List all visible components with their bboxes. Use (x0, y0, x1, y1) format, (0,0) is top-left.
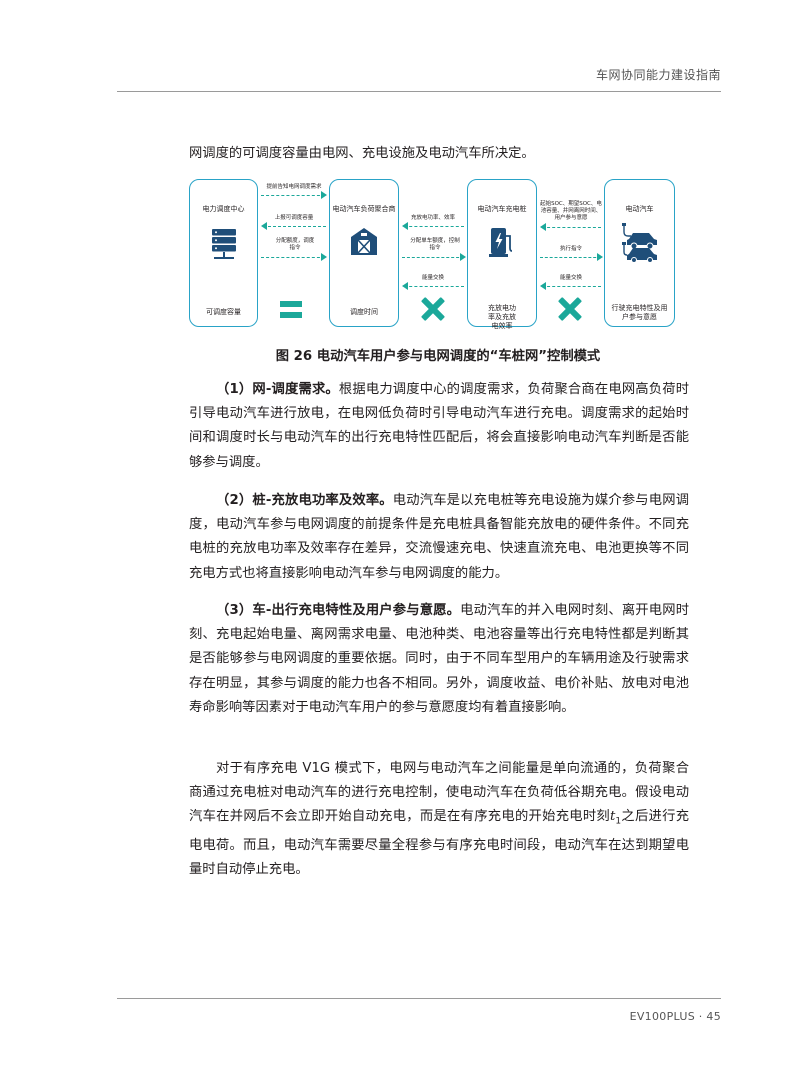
math-variable: t (610, 809, 616, 825)
arrow-label: 执行指令 (559, 246, 582, 252)
math-subscript: 1 (615, 817, 622, 828)
box-bottom-label: 行驶充电特性及用户参与意愿 (611, 304, 668, 321)
box-electric-vehicle: 电动汽车 行驶充电特性及用户参与意愿 (604, 179, 675, 327)
arrow-right (540, 253, 603, 261)
box-title: 电动汽车充电桩 (477, 205, 527, 213)
header-divider (117, 91, 721, 92)
section-pile-power: （2）桩-充放电功率及效率。电动汽车是以充电桩等充电设施为媒介参与电网调度，电动… (189, 489, 689, 586)
arrow-left (402, 222, 464, 230)
cross-icon (421, 297, 445, 321)
arrow-left (402, 282, 464, 290)
box-bottom-label: 可调度容量 (206, 308, 241, 316)
arrow-right (402, 253, 466, 261)
barn-icon (349, 226, 379, 260)
figure-caption: 图 26 电动汽车用户参与电网调度的“车桩网”控制模式 (275, 349, 601, 364)
section-heading: （3）车-出行充电特性及用户参与意愿。 (216, 603, 461, 618)
arrow-left (261, 222, 326, 230)
arrow-left (540, 223, 601, 231)
box-bottom-label: 充放电功率及充放电效率 (488, 304, 516, 330)
cars-icon (621, 222, 659, 266)
section-body: 电动汽车是以充电桩等充电设施为媒介参与电网调度，电动汽车参与电网调度的前提条件是… (189, 493, 690, 581)
section-grid-demand: （1）网-调度需求。根据电力调度中心的调度需求，负荷聚合商在电网高负荷时引导电动… (189, 378, 689, 475)
box-dispatch-center: 电力调度中心 可调度容量 (189, 179, 258, 327)
footer-divider (117, 998, 721, 999)
section-body: 根据电力调度中心的调度需求，负荷聚合商在电网高负荷时引导电动汽车进行放电，在电网… (189, 382, 689, 470)
header-title: 车网协同能力建设指南 (595, 68, 721, 82)
section-vehicle-travel: （3）车-出行充电特性及用户参与意愿。电动汽车的并入电网时刻、离开电网时刻、充电… (189, 599, 689, 720)
section-heading: （1）网-调度需求。 (216, 382, 339, 397)
box-title: 电动汽车 (625, 205, 654, 213)
arrow-right (261, 191, 327, 199)
arrow-label: 充放电功率、效率 (410, 215, 455, 221)
arrow-label: 分配额度，调度指令 (275, 238, 315, 251)
closing-paragraph: 对于有序充电 V1G 模式下，电网与电动汽车之间能量是单向流通的，负荷聚合商通过… (189, 757, 689, 883)
box-bottom-label: 调度时间 (350, 308, 378, 316)
box-title: 电动汽车负荷聚合商 (332, 205, 396, 213)
box-charging-pile: 电动汽车充电桩 充放电功率及充放电效率 (467, 179, 537, 330)
server-icon (211, 228, 237, 264)
section-heading: （2）桩-充放电功率及效率。 (216, 493, 393, 508)
cross-icon (558, 297, 582, 321)
arrow-label: 上报可调度容量 (274, 215, 314, 221)
charging-pile-icon (489, 226, 515, 262)
arrow-label: 分配单车额度，控制指令 (410, 238, 460, 251)
arrow-left (540, 282, 601, 290)
box-aggregator: 电动汽车负荷聚合商 调度时间 (329, 179, 399, 327)
arrow-label: 能量交换 (559, 275, 582, 281)
section-body: 电动汽车的并入电网时刻、离开电网时刻、充电起始电量、离网需求电量、电池种类、电池… (189, 603, 690, 715)
arrow-right (261, 253, 327, 261)
arrow-label: 能量交换 (421, 275, 444, 281)
equals-icon (280, 301, 302, 319)
box-title: 电力调度中心 (202, 205, 245, 213)
intro-paragraph: 网调度的可调度容量由电网、充电设施及电动汽车所决定。 (189, 146, 535, 161)
footer-page-label: EV100PLUS · 45 (629, 1010, 721, 1023)
arrow-label: 起始SOC、期望SOC、电池容量、并网离网时间、用户参与意愿 (540, 201, 602, 221)
arrow-label: 提前告知电网调度需求 (266, 184, 322, 190)
closing-text: 之后进行充电电荷。而且，电动汽车需要尽量全程参与有序充电时间段，电动汽车在达到期… (189, 809, 689, 878)
closing-text: 对于有序充电 V1G 模式下，电网与电动汽车之间能量是单向流通的，负荷聚合商通过… (189, 761, 689, 825)
control-mode-diagram: 电力调度中心 可调度容量 电动汽车负荷聚合商 调度时间 (189, 179, 687, 330)
